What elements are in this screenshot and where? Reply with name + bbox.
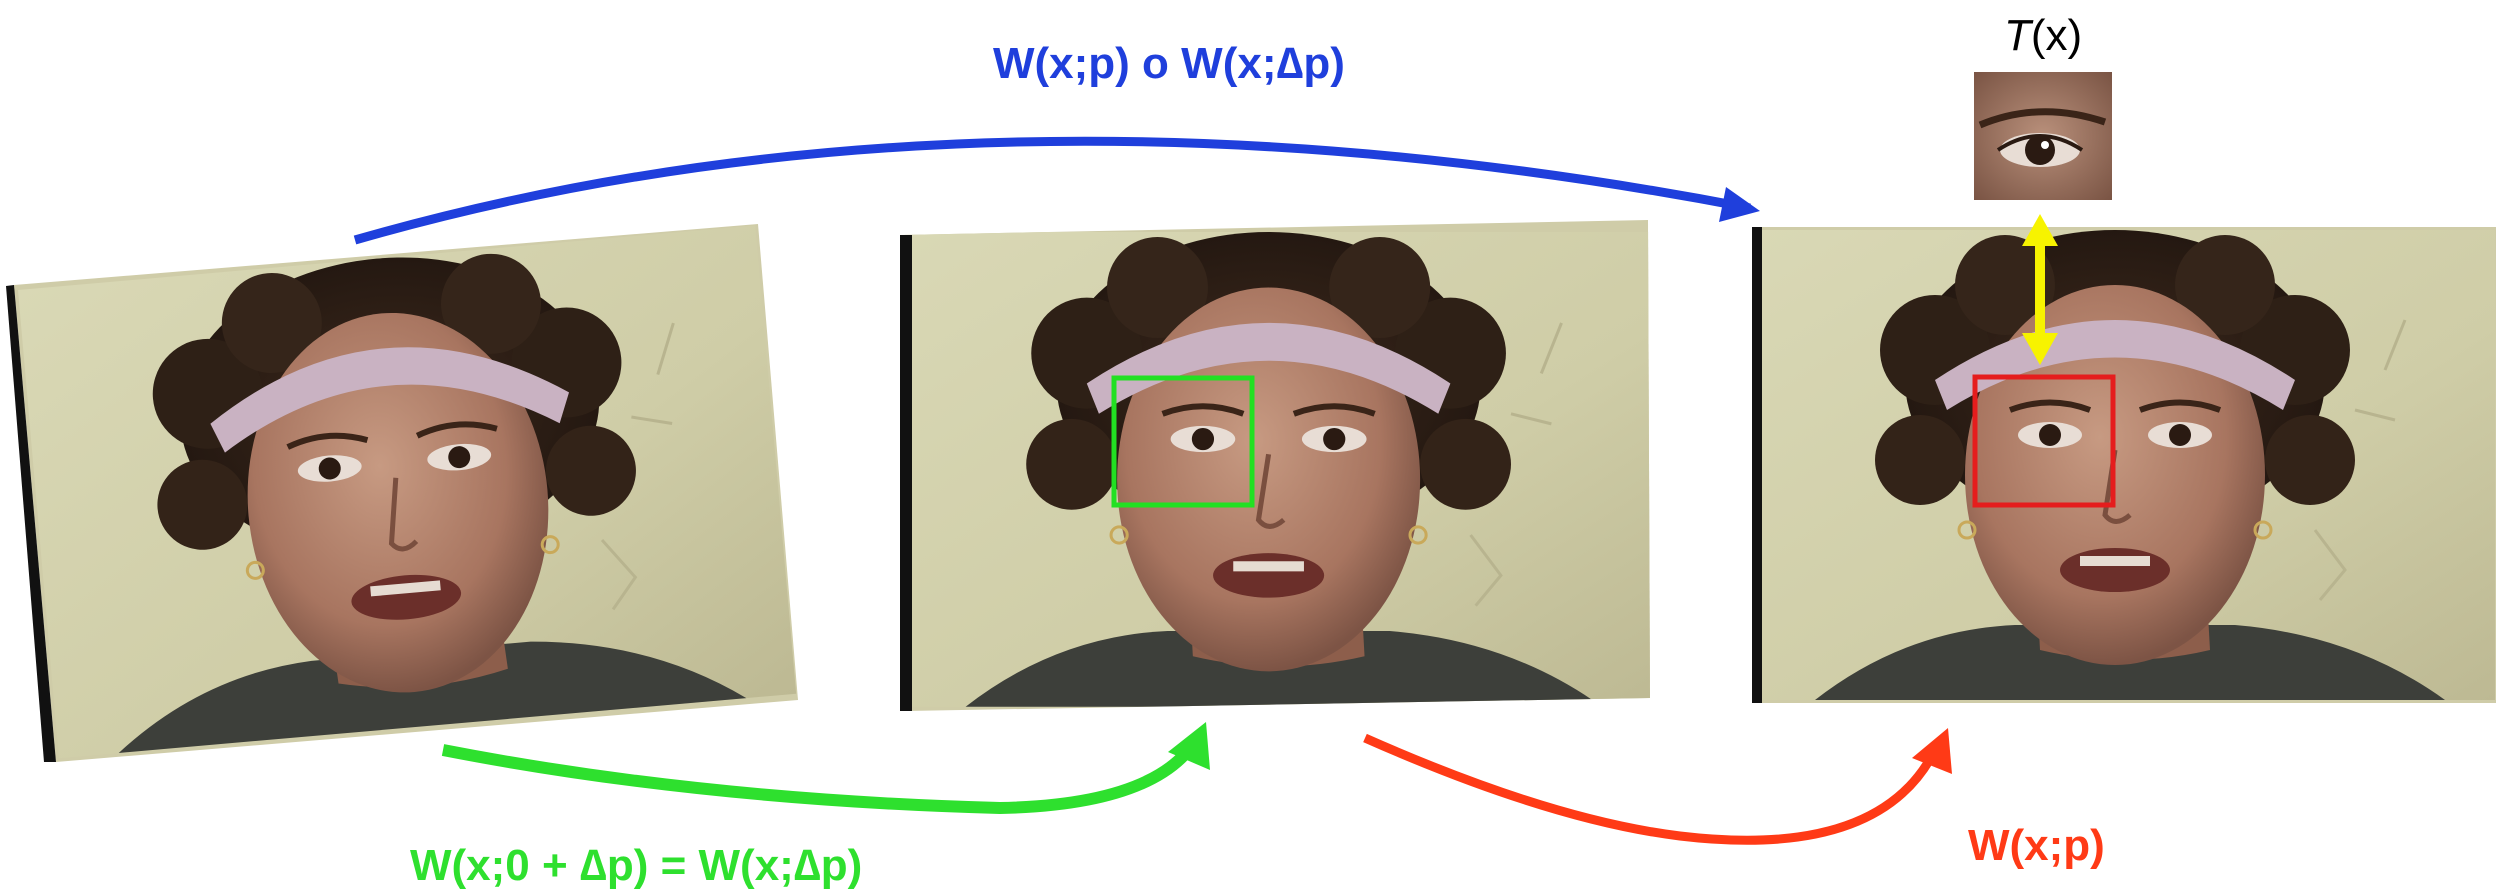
template-region-box-green bbox=[1111, 375, 1255, 508]
template-patch-image bbox=[1974, 72, 2112, 200]
input-frame-image bbox=[1752, 227, 2496, 703]
warped-frame-image bbox=[6, 224, 798, 762]
compose-arrow bbox=[353, 136, 1751, 245]
template-label-x: (x) bbox=[2031, 11, 2082, 60]
template-label: T(x) bbox=[2004, 11, 2082, 60]
template-label-t: T bbox=[2004, 11, 2034, 60]
incremental-arrowhead bbox=[1168, 722, 1210, 770]
warp-arrowhead bbox=[1912, 728, 1952, 774]
warp-label: W(x;p) bbox=[1968, 821, 2105, 870]
template-link-head-down bbox=[2022, 333, 2058, 365]
incremental-label: W(x;0 + ∆p) = W(x;∆p) bbox=[410, 841, 862, 890]
warp-arrow bbox=[1363, 733, 1940, 845]
compose-label: W(x;p) o W(x;∆p) bbox=[993, 39, 1345, 88]
compose-arrowhead bbox=[1719, 187, 1760, 222]
template-link-head-up bbox=[2022, 214, 2058, 246]
incremental-arrow bbox=[441, 736, 1202, 815]
reference-frame-image bbox=[900, 220, 1650, 711]
warped-region-box-red bbox=[1972, 374, 2116, 508]
